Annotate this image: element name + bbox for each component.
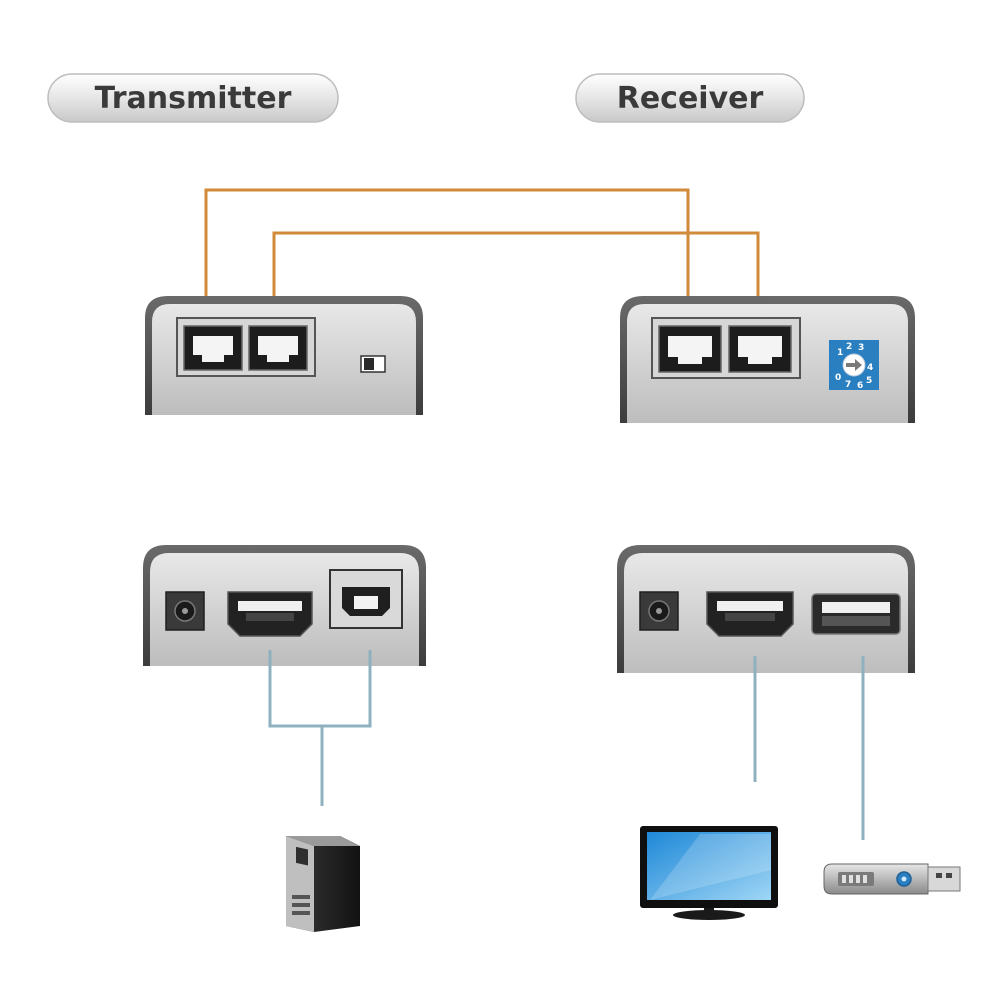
dial-number: 4 [867, 363, 873, 373]
receiver-label: Receiver [575, 73, 805, 123]
hdmi-cable-tx [268, 650, 324, 806]
switch-icon [360, 355, 386, 373]
cat-cable-1 [204, 188, 690, 312]
transmitter-label: Transmitter [47, 73, 339, 123]
dial-number: 0 [835, 373, 841, 383]
av-usb-cables [268, 650, 865, 840]
rj45-port-icon [728, 325, 792, 373]
receiver-rear-unit: 0 1 2 3 4 5 6 7 [620, 296, 915, 423]
dial-number: 7 [845, 380, 851, 390]
rj45-port-icon [183, 325, 243, 371]
cat-cable-2 [272, 231, 760, 312]
hdmi-port-icon [706, 591, 794, 637]
dial-number: 6 [857, 381, 863, 391]
usb-flash-drive-icon [823, 863, 961, 895]
usb-b-port-icon [329, 569, 403, 629]
dial-number: 5 [866, 376, 872, 386]
dial-number: 2 [846, 342, 852, 352]
dial-number: 3 [858, 343, 864, 353]
rotary-dial-icon: 0 1 2 3 4 5 6 7 [829, 340, 879, 391]
computer-tower-icon [286, 836, 360, 932]
receiver-front-unit [617, 545, 915, 673]
power-jack-icon [165, 591, 205, 631]
transmitter-label-text: Transmitter [95, 81, 292, 116]
power-jack-icon [639, 591, 679, 631]
transmitter-front-unit [143, 545, 426, 666]
usb-a-port-icon [811, 593, 901, 635]
transmitter-rear-unit [145, 296, 423, 415]
cat-cables [204, 188, 760, 312]
rj45-port-icon [658, 325, 722, 373]
hdmi-port-icon [227, 591, 313, 637]
dial-number: 1 [837, 348, 843, 358]
monitor-icon [640, 826, 778, 920]
receiver-label-text: Receiver [617, 81, 764, 116]
rj45-port-icon [248, 325, 308, 371]
usb-cable-tx [322, 650, 372, 728]
